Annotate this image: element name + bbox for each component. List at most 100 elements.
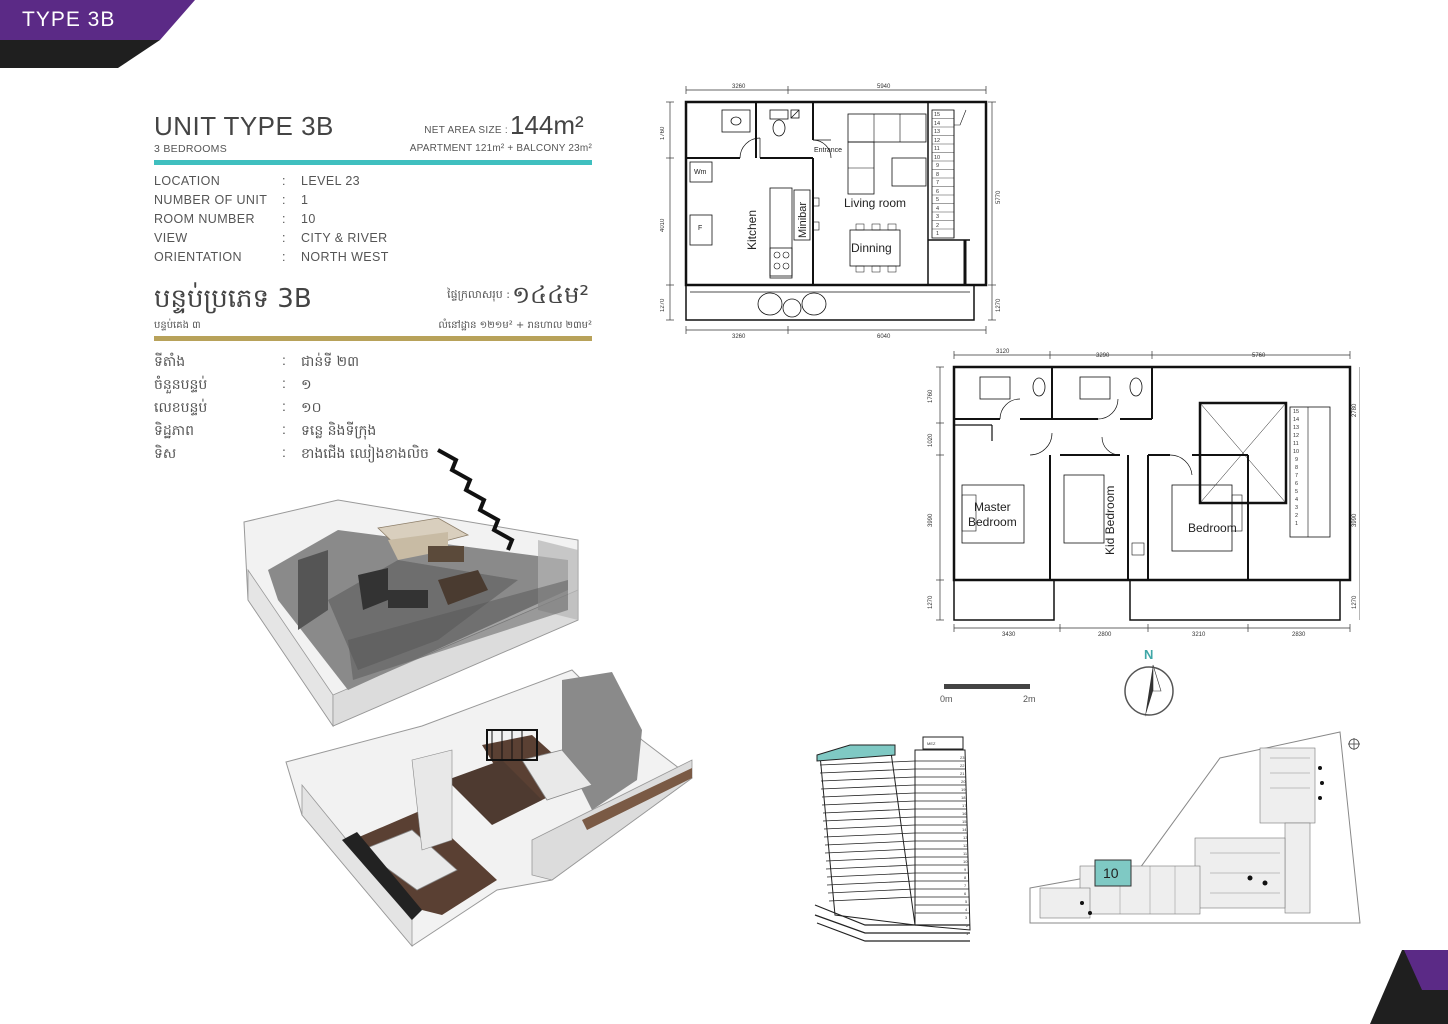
room-label-f: F [698,225,702,232]
floor-number: 12 [963,843,968,848]
khmer-net-value: ១៤៤ម² [512,281,590,309]
type-tag-shape [0,0,195,68]
stair-number: 8 [936,172,939,178]
floor-number: 10 [963,859,968,864]
room-label-dinning: Dinning [851,241,892,255]
floor-number: 16 [962,811,967,816]
khmer-colon: : [282,375,286,391]
info-label-room: ROOM NUMBER [154,212,255,226]
scale-end: 2m [1023,694,1036,704]
dim-text: 1760 [928,389,934,403]
floor-number: 17 [962,803,967,808]
khmer-value-view: ទន្លេ និងទីក្រុង [301,423,377,439]
upper-floor-plan: 3260 5940 3260 6040 1760 4010 1270 5770 … [660,84,1000,340]
khmer-value-orientation: ខាងជើង ឈៀងខាងលិច [301,446,429,462]
info-value-view: CITY & RIVER [301,231,388,245]
room-label-bedroom: Bedroom [1188,521,1237,535]
floor-number: 14 [962,827,967,832]
dim-text: 2780 [1352,403,1358,417]
info-colon: : [282,212,286,226]
khmer-colon: : [282,398,286,414]
info-label-units: NUMBER OF UNIT [154,193,268,207]
stair-number: 6 [936,189,939,195]
unit-highlight [816,744,896,762]
corner-decoration [1370,950,1448,1024]
info-colon: : [282,250,286,264]
dim-text: 3120 [996,349,1010,355]
building-elevation: MEZ 23 22 21 20 19 18 17 16 15 14 13 12 … [814,736,971,942]
site-unit-number: 10 [1103,865,1119,881]
net-area-label: NET AREA SIZE : [424,125,508,136]
stair-number: 3 [1295,505,1298,511]
stair-number: 3 [936,214,939,220]
stair-number: 14 [1293,417,1299,423]
dim-text: 3260 [732,84,746,90]
dim-text: 3210 [1192,632,1206,638]
dim-text: 6040 [877,334,891,340]
khmer-label-room: លេខបន្ទប់ [154,400,208,416]
floor-number: 21 [960,771,965,776]
khmer-apartment-balcony: លំនៅដ្ឋាន ១២១ម² + រានហាល ២៣ម² [438,320,592,331]
dim-text: 2800 [1098,632,1112,638]
floor-number: 9 [964,867,967,872]
khmer-label-orientation: ទិស [154,446,177,462]
dim-text: 1020 [928,433,934,447]
stair-number: 12 [934,138,940,144]
khmer-title: បន្ទប់ប្រភេទ 3B [154,284,312,314]
stair-number: 4 [936,206,939,212]
floor-number: 1 [966,931,969,936]
stair-number: 5 [936,197,939,203]
apartment-balcony: APARTMENT 121m² + BALCONY 23m² [409,143,592,154]
room-label-master-bedroom: Bedroom [968,515,1017,529]
room-label-minibar: Minibar [797,202,809,238]
stair-number: 9 [936,163,939,169]
stair-number: 5 [1295,489,1298,495]
khmer-colon: : [282,421,286,437]
room-label-entrance: Entrance [814,147,842,154]
gold-divider [154,336,592,341]
stair-number: 9 [1295,457,1298,463]
dim-text: 3990 [928,513,934,527]
building-top-label: MEZ [927,741,936,746]
room-label-living: Living room [844,196,906,210]
room-label-master: Master [974,500,1011,514]
stair-number: 2 [936,223,939,229]
dim-text: 2830 [1292,632,1306,638]
scale-bar: 0m 2m [940,684,1036,704]
floor-number: 13 [963,835,968,840]
stair-number: 6 [1295,481,1298,487]
dim-text: 5760 [1252,353,1266,359]
site-key-plan: 10 [1029,731,1361,924]
floor-number: 3 [965,915,968,920]
stair-number: 14 [934,121,940,127]
floor-number: 4 [965,907,968,912]
khmer-label-units: ចំនួនបន្ទប់ [154,377,208,393]
info-colon: : [282,193,286,207]
dim-text: 3990 [1352,513,1358,527]
stair-number: 10 [1293,449,1299,455]
room-label-wm: Wm [694,169,707,176]
stair-number: 13 [1293,425,1299,431]
floor-number: 7 [964,883,967,888]
net-area-value: 144m² [510,110,584,140]
compass-icon: N [1124,647,1174,717]
stair-number: 15 [1293,409,1299,415]
floor-number: 2 [966,923,969,928]
stair-number: 13 [934,129,940,135]
info-label-location: LOCATION [154,174,221,188]
dim-text: 1270 [928,595,934,609]
teal-divider [154,160,592,165]
room-label-kid-bedroom: Kid Bedroom [1103,486,1117,555]
khmer-value-units: ១ [301,377,312,393]
scale-start: 0m [940,694,953,704]
stair-number: 11 [934,146,940,152]
floor-number: 22 [960,763,965,768]
dim-text: 1270 [1352,595,1358,609]
khmer-value-location: ជាន់ទី ២៣ [301,354,360,370]
info-value-units: 1 [301,193,309,207]
floor-number: 23 [960,755,965,760]
info-value-location: LEVEL 23 [301,174,361,188]
stair-number: 7 [936,180,939,186]
type-tag-label: TYPE 3B [22,8,116,31]
info-colon: : [282,174,286,188]
